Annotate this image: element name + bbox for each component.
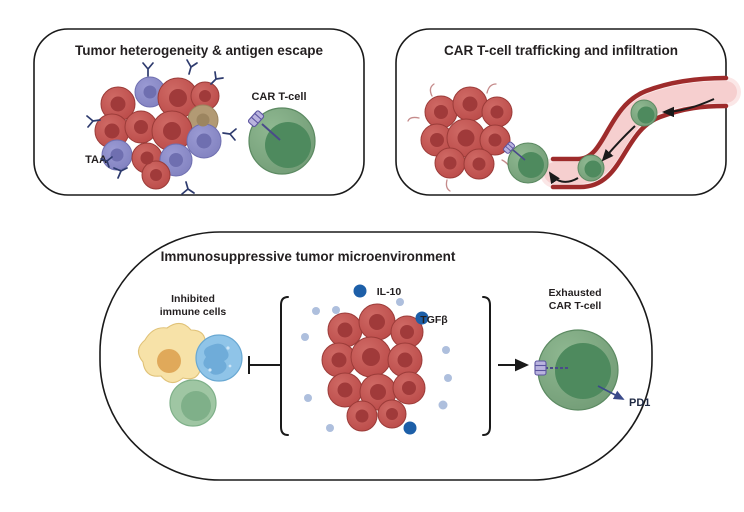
exhausted-car-tcell: [534, 329, 625, 411]
tcell-in-vessel-lower: [577, 154, 605, 182]
cytokine-dot-dark-3: [403, 421, 417, 435]
taa-receptors: [86, 59, 237, 195]
migration-arrows: [548, 98, 715, 185]
car-tcell-label: CAR T-cell: [251, 91, 306, 103]
inhibited-immune-cells-label-1: Inhibited: [171, 293, 215, 305]
car-tcell-p1: [247, 107, 316, 175]
panel-1-title: Tumor heterogeneity & antigen escape: [75, 43, 324, 58]
cytokine-tgfb-dot: [415, 311, 429, 325]
panel-tumor-heterogeneity: Tumor heterogeneity & antigen escape: [33, 28, 365, 196]
taa-label: TAA: [85, 154, 107, 166]
immune-cell-dendritic: [137, 322, 210, 384]
taa-pointer-icon: [100, 156, 113, 168]
tgfb-label: TGFβ: [420, 314, 448, 326]
panel-3-title: Immunosuppressive tumor microenvironment: [161, 249, 456, 264]
bracket-right: [482, 296, 491, 436]
tumor-cluster-red: [420, 86, 513, 180]
bracket-left: [280, 296, 289, 436]
inhibition-symbol: [248, 356, 282, 374]
tcell-in-vessel-upper: [630, 99, 658, 127]
car-receptor-icon: [247, 110, 281, 141]
exhausted-tcell-label-1: Exhausted: [548, 287, 601, 299]
pd1-pointer: [597, 385, 625, 400]
panel-tme: Immunosuppressive tumor microenvironment…: [99, 231, 653, 481]
panel-2-title: CAR T-cell trafficking and infiltration: [444, 43, 678, 58]
il10-label: IL-10: [377, 286, 402, 298]
inhibited-immune-cells-label-2: immune cells: [160, 306, 227, 318]
immune-cell-neutrophil: [195, 334, 243, 382]
cytokine-particles: [301, 284, 452, 435]
cytokine-il10-dot: [353, 284, 367, 298]
tcell-extravasated: [503, 141, 549, 184]
tumor-cluster-heterogeneous: [94, 76, 222, 190]
panel-trafficking: CAR T-cell trafficking and infiltration: [395, 28, 741, 196]
car-receptor-icon-exhausted: [534, 360, 568, 376]
pd1-label: PD1: [629, 397, 650, 409]
immune-cell-green: [169, 379, 217, 427]
exhausted-tcell-label-2: CAR T-cell: [549, 300, 602, 312]
